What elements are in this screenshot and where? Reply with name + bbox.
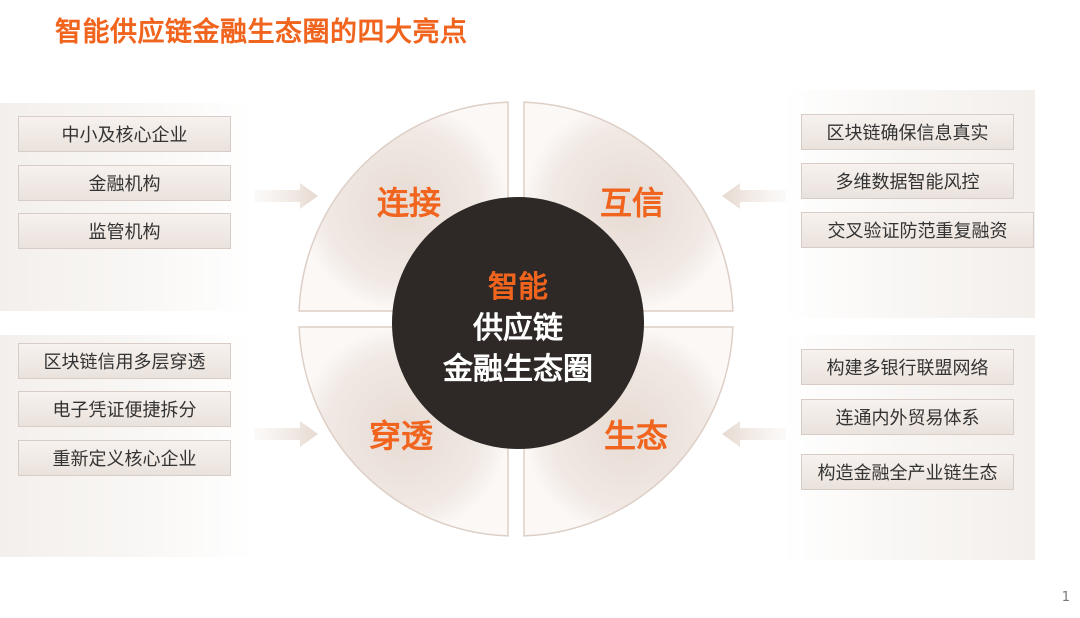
quadrant-label-penetrate: 穿透	[369, 417, 433, 455]
arrow-right-icon	[254, 421, 318, 447]
center-circle	[392, 197, 644, 449]
page-title: 智能供应链金融生态圈的四大亮点	[55, 17, 468, 48]
item-box: 区块链信用多层穿透	[18, 343, 231, 379]
arrow-left-icon	[722, 183, 786, 209]
center-line-2: 供应链	[472, 311, 563, 346]
page-number: 1	[1061, 590, 1070, 605]
ecosystem-diagram: 连接 互信 穿透 生态 智能 供应链 金融生态圈	[298, 101, 734, 537]
center-line-1: 智能	[488, 270, 548, 305]
quadrant-label-connect: 连接	[377, 184, 441, 222]
item-box: 构建多银行联盟网络	[801, 349, 1014, 385]
item-box: 区块链确保信息真实	[801, 114, 1014, 150]
center-line-3: 金融生态圈	[442, 352, 593, 387]
item-box: 电子凭证便捷拆分	[18, 391, 231, 427]
arrow-right-icon	[254, 183, 318, 209]
item-box: 交叉验证防范重复融资	[801, 212, 1034, 248]
quadrant-label-trust: 互信	[600, 184, 664, 222]
item-box: 连通内外贸易体系	[801, 399, 1014, 435]
item-box: 金融机构	[18, 165, 231, 201]
item-box: 重新定义核心企业	[18, 440, 231, 476]
item-box: 中小及核心企业	[18, 116, 231, 152]
item-box: 监管机构	[18, 213, 231, 249]
item-box: 构造金融全产业链生态	[801, 454, 1014, 490]
arrow-left-icon	[722, 421, 786, 447]
quadrant-label-ecology: 生态	[604, 417, 668, 455]
item-box: 多维数据智能风控	[801, 163, 1014, 199]
